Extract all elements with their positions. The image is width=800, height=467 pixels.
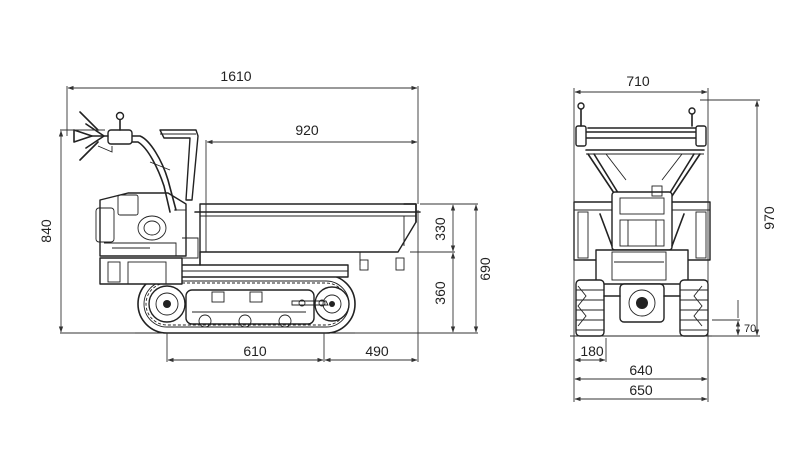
side-view: 1610 920 840 330 360 690 610 490: [38, 68, 493, 363]
dim-track-width: 180: [580, 343, 604, 359]
side-extension-lines: [60, 86, 478, 362]
dim-loading-height: 690: [477, 257, 493, 281]
front-view: 710 970 70 180 640 650: [570, 73, 777, 402]
front-dimension-lines: [574, 89, 760, 402]
dim-track-span: 640: [629, 362, 653, 378]
dim-bed-height: 360: [432, 281, 448, 305]
dim-track-length: 610: [243, 343, 267, 359]
side-engine: [95, 192, 199, 285]
dim-outer-width: 650: [629, 382, 653, 398]
front-extension-lines: [573, 88, 760, 402]
dim-bed-depth: 330: [432, 217, 448, 241]
side-track: [137, 274, 356, 334]
dim-bed-length: 920: [295, 122, 319, 138]
side-dump-bed: [194, 203, 421, 271]
dim-overall-width: 710: [626, 73, 650, 89]
dim-rear-overhang: 490: [365, 343, 389, 359]
dim-ground-clearance: 70: [744, 323, 756, 335]
dim-overall-length: 1610: [220, 68, 251, 84]
front-engine: [595, 185, 689, 285]
side-handlebar: [73, 111, 199, 213]
front-handle-frame: [575, 102, 707, 197]
side-dimension-lines: [58, 85, 479, 363]
front-tracks: [575, 279, 709, 337]
dim-overall-height: 840: [38, 219, 54, 243]
dim-front-overall-height: 970: [761, 206, 777, 230]
